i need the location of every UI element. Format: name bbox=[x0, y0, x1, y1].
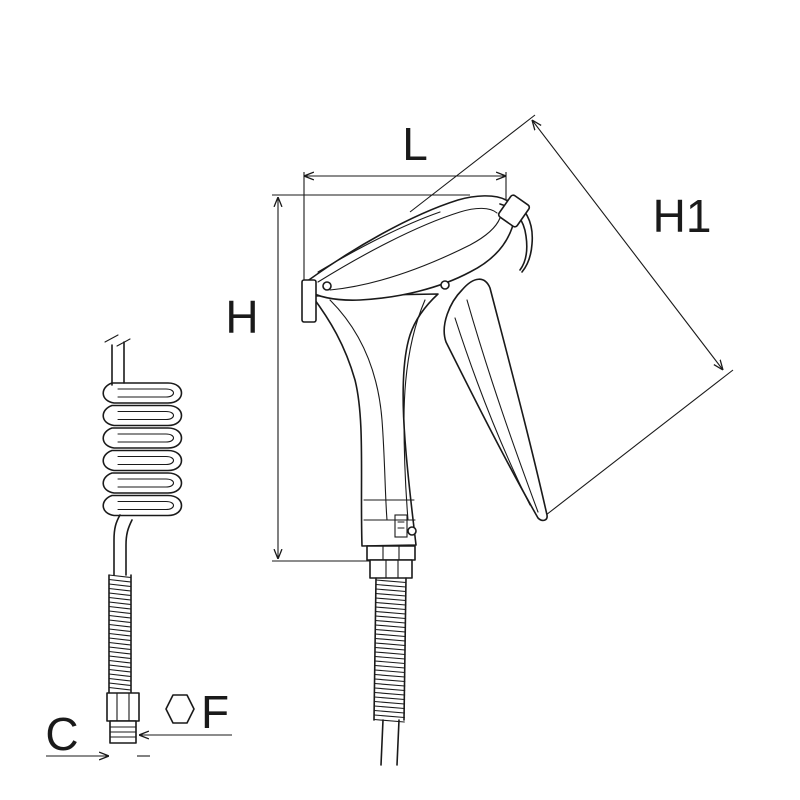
spring-coil bbox=[375, 592, 407, 597]
spring-coil bbox=[374, 637, 406, 642]
spring-coil bbox=[108, 578, 132, 583]
spring-coil bbox=[108, 610, 132, 615]
coil-loop bbox=[102, 404, 183, 427]
spring-coil bbox=[374, 624, 407, 629]
hose-fitting-hex bbox=[106, 692, 140, 722]
coiled-hose bbox=[102, 334, 183, 744]
spring-coil bbox=[108, 628, 132, 633]
rear-cap bbox=[301, 279, 317, 323]
spring-coil bbox=[374, 642, 406, 647]
spring-coil bbox=[375, 579, 407, 584]
spring-coil bbox=[108, 614, 132, 619]
spring-coil bbox=[108, 659, 132, 664]
spring-coil bbox=[108, 596, 132, 601]
spring-coil bbox=[374, 669, 406, 674]
spring-coil bbox=[108, 632, 132, 637]
spring-coil bbox=[374, 651, 406, 656]
spring-coil bbox=[108, 686, 132, 691]
spring-coil bbox=[375, 597, 407, 602]
spring-coil bbox=[108, 668, 132, 673]
spring-coil bbox=[374, 646, 406, 651]
dimension-h: H bbox=[225, 194, 470, 562]
spring-coil bbox=[374, 678, 406, 683]
hexagon-icon bbox=[165, 694, 195, 724]
spring-coil bbox=[108, 587, 132, 592]
spring-coil bbox=[374, 682, 406, 687]
spring-coil bbox=[108, 682, 132, 687]
spring-coil bbox=[375, 601, 407, 606]
spring-coil bbox=[374, 696, 406, 701]
spring-coil bbox=[373, 705, 406, 710]
label-f: F bbox=[201, 686, 229, 738]
spring-coil bbox=[374, 673, 406, 678]
spring-coil bbox=[108, 583, 132, 588]
spring-coil bbox=[108, 601, 132, 606]
coil-loop bbox=[102, 494, 183, 517]
trigger-lever bbox=[443, 278, 548, 522]
spring-coil bbox=[108, 574, 132, 579]
spring-guard bbox=[373, 577, 407, 723]
coil-loop bbox=[102, 449, 183, 472]
spring-coil bbox=[108, 637, 132, 642]
spring-coil bbox=[108, 619, 132, 624]
blow-gun bbox=[301, 194, 548, 579]
label-c: C bbox=[45, 708, 78, 760]
dimension-l: L bbox=[303, 118, 507, 285]
spring-coil bbox=[373, 714, 405, 719]
spring-coil bbox=[108, 592, 132, 597]
dimension-f: F bbox=[139, 686, 232, 738]
spring-coil bbox=[375, 606, 407, 611]
spring-coil bbox=[108, 677, 132, 682]
spring-coil bbox=[373, 718, 405, 723]
spring-coil bbox=[108, 650, 132, 655]
label-h1: H1 bbox=[653, 190, 712, 242]
spring-coil bbox=[375, 615, 407, 620]
spring-coil bbox=[108, 664, 132, 669]
spring-coil bbox=[375, 610, 407, 615]
spring-coil bbox=[108, 623, 132, 628]
spring-coil bbox=[374, 660, 406, 665]
spring-coil bbox=[374, 619, 407, 624]
spring-coil bbox=[108, 646, 132, 651]
spring-coil bbox=[108, 641, 132, 646]
spring-coil bbox=[375, 588, 407, 593]
spring-coil bbox=[374, 664, 406, 669]
spring-coil bbox=[108, 655, 132, 660]
spring-coil bbox=[373, 709, 405, 714]
spring-coil bbox=[373, 700, 406, 705]
label-h: H bbox=[225, 291, 258, 343]
label-l: L bbox=[402, 118, 428, 170]
handle-grip bbox=[311, 293, 439, 547]
hex-nut-upper bbox=[366, 545, 416, 561]
spring-coil bbox=[374, 687, 406, 692]
dimension-h1: H1 bbox=[409, 114, 734, 516]
spring-coil bbox=[375, 583, 407, 588]
spring-coil bbox=[374, 633, 406, 638]
spring-coil bbox=[374, 655, 406, 660]
hose-end bbox=[380, 719, 400, 766]
spring-coil bbox=[108, 605, 132, 610]
coil-loop bbox=[102, 382, 183, 404]
dimension-c: C bbox=[45, 708, 150, 760]
spring-coil bbox=[108, 673, 132, 678]
spring-coil bbox=[374, 628, 406, 633]
coil-loop bbox=[102, 427, 183, 449]
gun-body bbox=[305, 195, 515, 301]
spring-coil bbox=[374, 691, 406, 696]
coil-loop bbox=[102, 472, 183, 494]
